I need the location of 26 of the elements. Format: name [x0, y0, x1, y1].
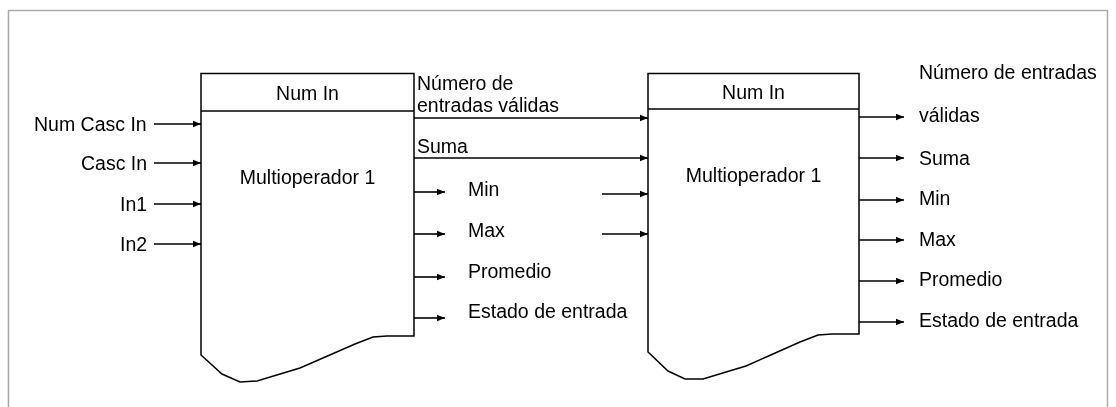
signal-name: Min: [468, 178, 500, 200]
arrow: [601, 230, 649, 238]
arrow: [153, 200, 202, 208]
signal-name: Max: [919, 228, 956, 250]
arrow: [153, 120, 202, 128]
block-title: Multioperador 1: [238, 166, 377, 188]
signal-name: Estado de entrada: [919, 309, 1079, 331]
block-header: Num In: [721, 81, 786, 103]
function-block: [201, 73, 414, 385]
signal-name: Min: [919, 187, 951, 209]
block-title: Multioperador 1: [684, 164, 823, 186]
signal-name: In2: [120, 233, 148, 255]
function-block: [648, 73, 859, 382]
arrow: [153, 240, 202, 248]
signal-name: Promedio: [468, 260, 552, 282]
arrow: [153, 159, 202, 167]
signal-name: Estado de entrada: [468, 300, 628, 322]
signal-name: Promedio: [919, 268, 1003, 290]
signal-name: Número de entradas válidas: [919, 51, 1105, 137]
signal-name: In1: [120, 193, 148, 215]
signal-name: Max: [468, 219, 505, 241]
block-header: Num In: [275, 82, 340, 104]
signal-name: Suma: [919, 147, 970, 169]
signal-name: Num Casc In: [34, 113, 147, 135]
arrow: [601, 190, 649, 198]
signal-name: Casc In: [81, 152, 148, 174]
